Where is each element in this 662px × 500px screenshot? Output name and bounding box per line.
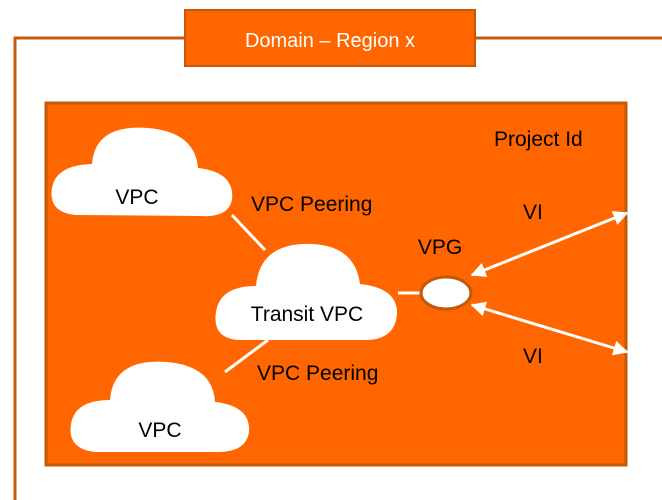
vpg-ellipse (419, 275, 473, 311)
domain-title: Domain – Region x (245, 30, 415, 52)
vi-arrow-bottom (470, 301, 629, 356)
vi-arrow-top (470, 211, 629, 277)
vpc-bottom-cloud: VPC (70, 361, 250, 452)
transit-vpc-cloud: Transit VPC (215, 243, 398, 340)
transit-vpc-label: Transit VPC (251, 303, 363, 326)
vpc-top-cloud: VPC (51, 127, 233, 217)
project-label: Project Id (494, 128, 583, 151)
vpg-label: VPG (418, 236, 462, 259)
peering-line-top (230, 213, 267, 252)
peering-label-top: VPC Peering (251, 193, 372, 216)
domain-title-box: Domain – Region x (184, 9, 476, 67)
vi-label-bottom: VI (523, 345, 543, 368)
vpg-node: VPG (418, 236, 473, 311)
vi-label-top: VI (523, 201, 543, 224)
vpc-top-label: VPC (115, 186, 158, 209)
domain-boundary (13, 36, 662, 500)
vpc-bottom-label: VPC (138, 419, 181, 442)
peering-label-bottom: VPC Peering (257, 362, 378, 385)
peering-line-bottom (224, 338, 269, 374)
